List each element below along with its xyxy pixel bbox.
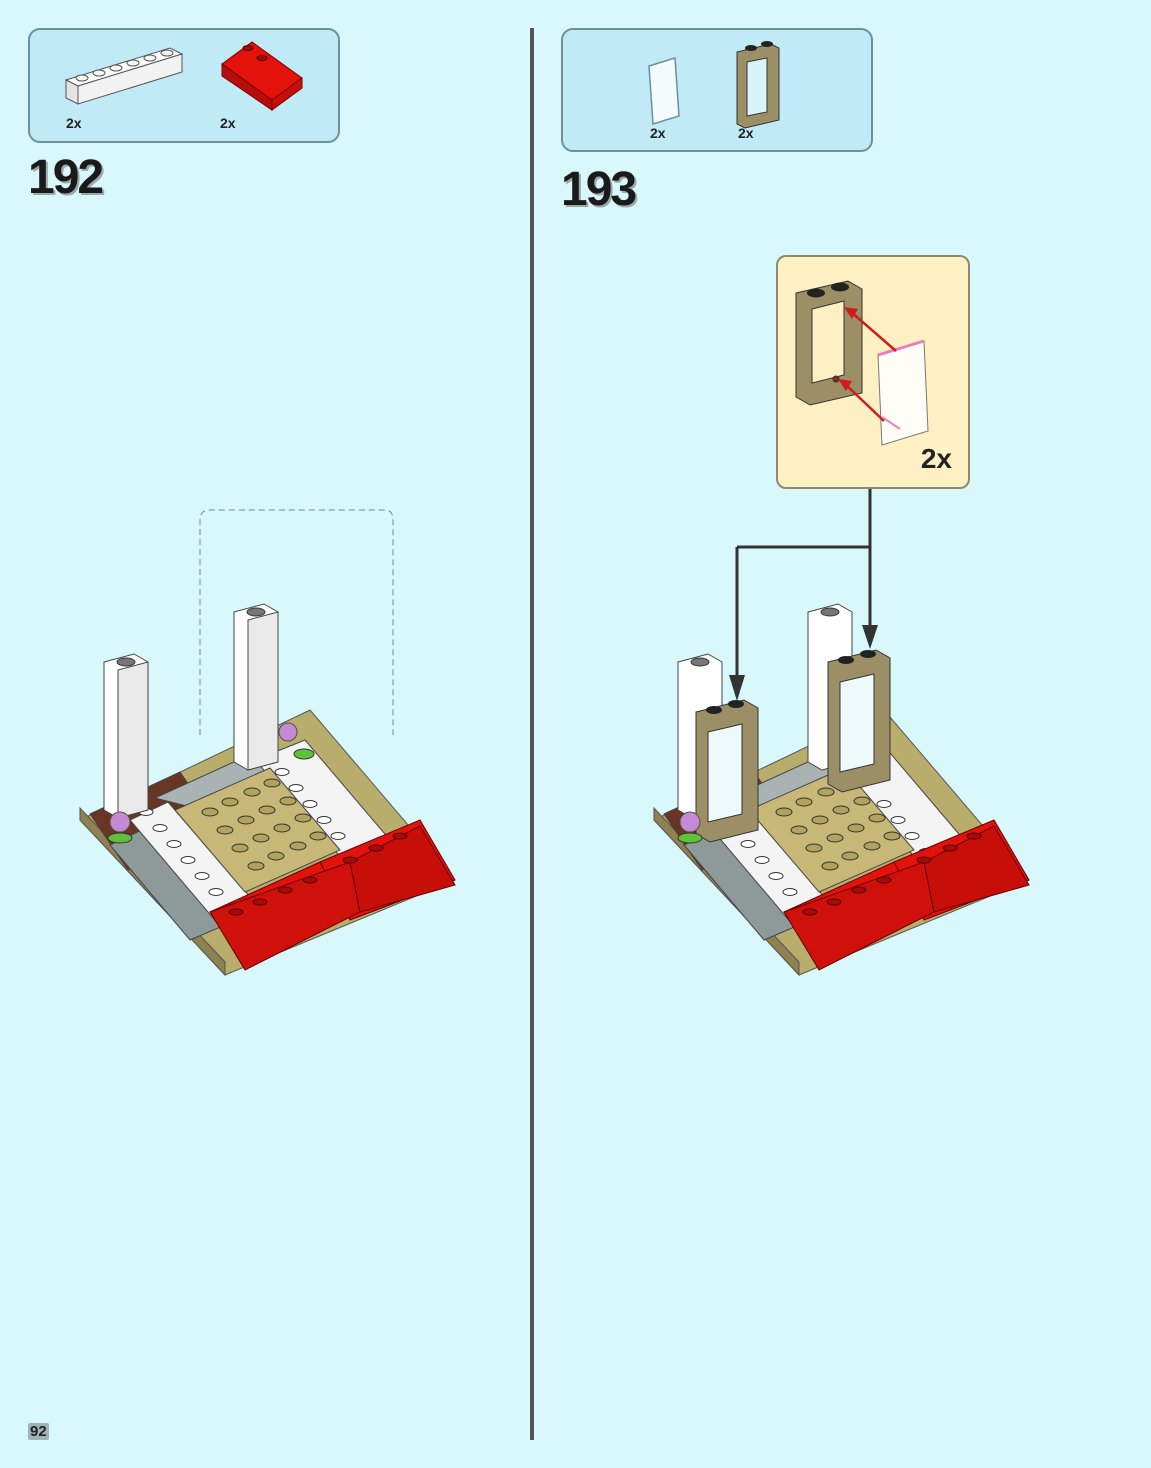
white-brick-1x6-icon — [64, 47, 184, 105]
part-qty-glass-pane: 2x — [650, 125, 666, 141]
step-divider — [530, 28, 534, 1440]
part-qty-white-brick: 2x — [66, 115, 82, 131]
step-192-model — [79, 509, 456, 977]
callout-quantity: 2x — [920, 443, 952, 474]
sub-assembly-callout: 2x — [776, 255, 970, 489]
parts-list-step-193 — [561, 28, 873, 152]
tan-window-frame-icon — [736, 41, 780, 129]
window-glass-pane-icon — [648, 57, 680, 125]
part-qty-window-frame: 2x — [738, 125, 754, 141]
red-slope-brick-icon — [221, 41, 303, 111]
window-assembly-illustration — [795, 280, 929, 446]
page-number: 92 — [28, 1423, 49, 1440]
step-number-193: 193 — [561, 163, 637, 216]
step-193-model — [653, 603, 1030, 977]
callout-arrows — [729, 489, 878, 701]
part-qty-red-slope: 2x — [220, 115, 236, 131]
step-number-192: 192 — [28, 151, 104, 204]
